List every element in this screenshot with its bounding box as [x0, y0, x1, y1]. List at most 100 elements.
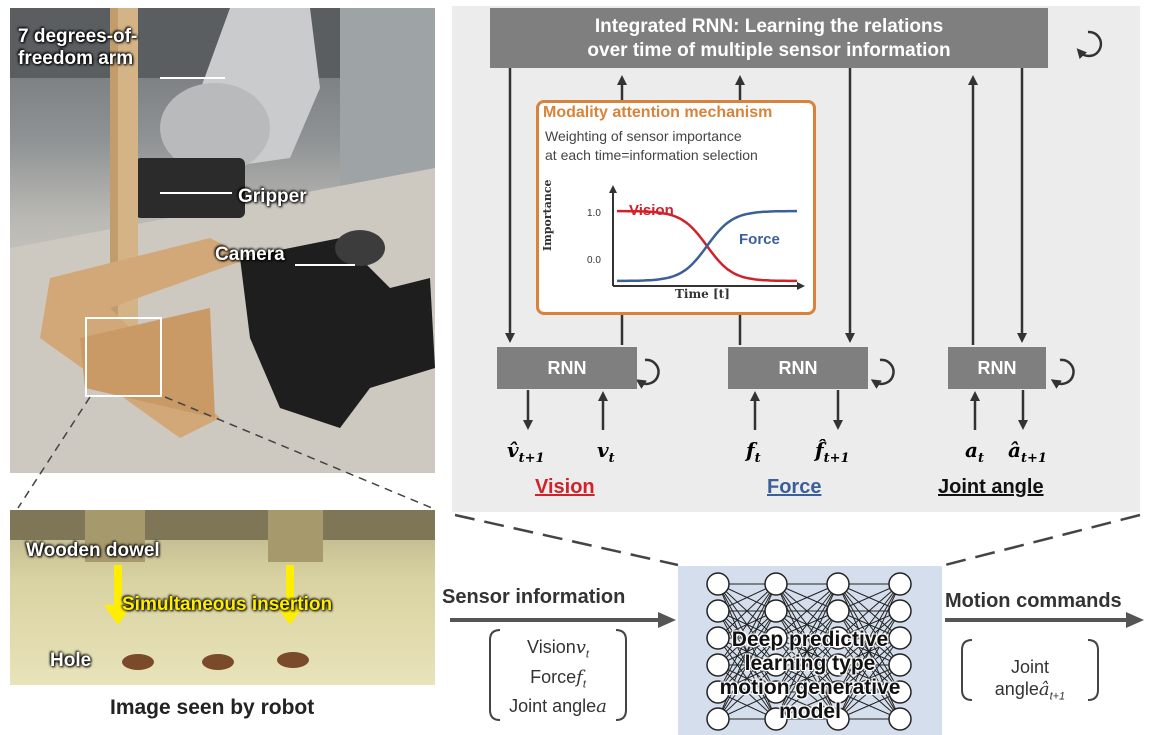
vision-rnn-box: RNN — [497, 347, 637, 389]
network-edge — [717, 664, 777, 720]
network-edge — [775, 583, 839, 639]
dowel-label: Wooden dowel — [26, 540, 160, 561]
chart-y-label: Importance — [541, 179, 554, 251]
zoom-connector — [17, 396, 433, 509]
network-node — [764, 653, 788, 677]
network-node — [826, 572, 850, 596]
neural-network-graphic — [706, 572, 912, 731]
network-node — [826, 653, 850, 677]
motion-bracket — [961, 639, 1099, 701]
network-edge — [837, 610, 901, 720]
robot-photo-illustration — [10, 8, 435, 473]
vision-input-var: vt — [597, 438, 615, 466]
network-edge — [775, 610, 839, 720]
vision-output-var: v̂t+1 — [507, 438, 545, 466]
sensor-joint: Joint anglea — [509, 696, 607, 718]
model-title-line2: learning type — [744, 652, 876, 675]
network-node — [826, 680, 850, 704]
network-node — [706, 599, 730, 623]
network-node — [706, 680, 730, 704]
vision-series-label: Vision — [629, 202, 674, 219]
tick-0: 0.0 — [587, 255, 601, 266]
integrated-rnn-box: Integrated RNN: Learning the relations o… — [490, 8, 1048, 68]
force-series-line — [617, 209, 797, 283]
network-edge — [775, 583, 839, 666]
insertion-label: Simultaneous insertion — [122, 594, 333, 615]
force-rnn-box: RNN — [728, 347, 868, 389]
force-series-label: Force — [739, 231, 780, 248]
network-edge — [837, 583, 901, 666]
network-edge — [775, 583, 839, 693]
network-edge — [837, 583, 901, 693]
model-title-line3: motion generative — [719, 676, 901, 699]
closeup-illustration — [10, 510, 435, 670]
photo-caption: Image seen by robot — [110, 696, 315, 719]
network-node — [764, 599, 788, 623]
force-input-var: ft — [746, 438, 761, 466]
network-edge — [717, 610, 777, 720]
sensor-force: Forceft — [530, 666, 586, 691]
motion-joint-line1: Joint — [1010, 657, 1050, 677]
network-edge — [717, 583, 777, 666]
joint-modality-label: Joint angle — [938, 476, 1044, 498]
robot-photo: 7 degrees-of- freedom arm Gripper Camera — [10, 8, 435, 473]
network-node — [826, 707, 850, 731]
network-edge — [717, 637, 777, 720]
attention-desc-line2: at each time=information selection — [545, 147, 758, 163]
sensor-info-label: Sensor information — [442, 586, 626, 608]
arm-label: 7 degrees-of- freedom arm — [18, 26, 138, 69]
network-edge — [775, 664, 839, 720]
network-node — [706, 626, 730, 650]
motion-commands-label: Motion commands — [945, 590, 1122, 612]
chart-x-label: Time [t] — [675, 287, 730, 301]
network-edge — [717, 583, 777, 639]
tick-1: 1.0 — [587, 208, 601, 219]
closeup-photo: Wooden dowel Simultaneous insertion Hole — [10, 510, 435, 685]
sensor-list: Visionvt Forceft Joint anglea — [492, 636, 624, 718]
joint-rnn-box: RNN — [948, 347, 1046, 389]
network-edge — [837, 664, 901, 720]
network-node — [888, 572, 912, 596]
sensor-bracket — [489, 629, 627, 721]
network-node — [826, 599, 850, 623]
network-node — [888, 626, 912, 650]
model-title: Deep predictive learning type motion gen… — [678, 628, 942, 724]
network-node — [764, 626, 788, 650]
network-node — [888, 680, 912, 704]
network-node — [764, 680, 788, 704]
flow-arrows — [450, 612, 1144, 628]
force-modality-label: Force — [767, 476, 822, 498]
network-node — [888, 599, 912, 623]
network-node — [706, 653, 730, 677]
attention-title: Modality attention mechanism — [543, 104, 773, 121]
joint-output-var: ât+1 — [1008, 438, 1047, 466]
network-node — [888, 653, 912, 677]
camera-label: Camera — [215, 244, 285, 265]
network-edge — [837, 583, 901, 639]
network-node — [826, 626, 850, 650]
network-edge — [837, 637, 901, 720]
network-edge — [717, 583, 777, 693]
attention-desc: Weighting of sensor importance at each t… — [545, 127, 758, 165]
hole-label: Hole — [50, 650, 92, 671]
model-box: Deep predictive learning type motion gen… — [678, 566, 942, 735]
network-node — [764, 707, 788, 731]
network-edge — [775, 637, 839, 720]
model-title-line4: model — [779, 700, 841, 723]
gripper-label: Gripper — [238, 186, 307, 207]
attention-box: Modality attention mechanism Weighting o… — [536, 100, 816, 315]
sensor-vision: Visionvt — [527, 637, 589, 661]
motion-joint-line2: angleât+1 — [994, 679, 1066, 703]
joint-input-var: at — [965, 438, 984, 466]
rnn-arrows — [505, 30, 1103, 430]
panel-connector — [454, 513, 1141, 567]
attention-desc-line1: Weighting of sensor importance — [545, 128, 742, 144]
integrated-title-line2: over time of multiple sensor information — [587, 40, 951, 61]
network-node — [888, 707, 912, 731]
integrated-title-line1: Integrated RNN: Learning the relations — [594, 16, 944, 37]
vision-modality-label: Vision — [535, 476, 595, 498]
model-title-line1: Deep predictive — [731, 628, 889, 651]
importance-chart — [609, 185, 805, 290]
force-output-var: f̂t+1 — [815, 438, 850, 466]
motion-list: Joint angleât+1 — [962, 656, 1098, 708]
